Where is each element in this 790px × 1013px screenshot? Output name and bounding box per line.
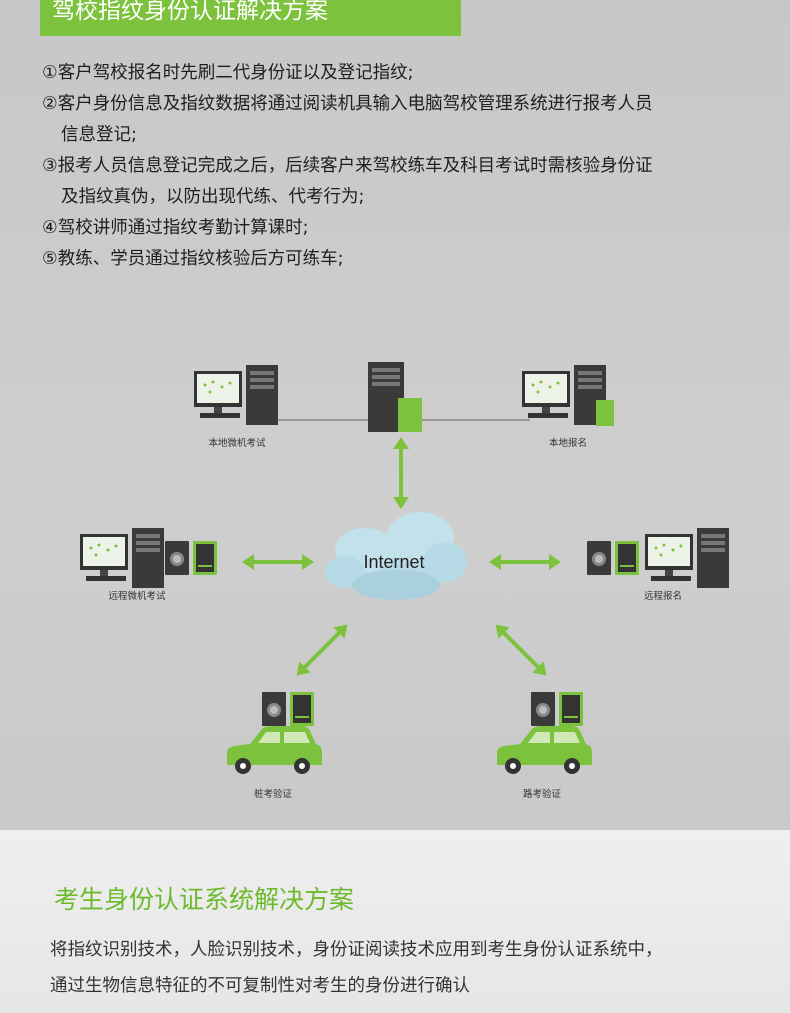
internet-cloud-icon: Internet [325, 512, 467, 600]
diagram-canvas: Internet [80, 362, 729, 774]
step-item-2: ②客户身份信息及指纹数据将通过阅读机具输入电脑驾校管理系统进行报考人员 信息登记… [42, 89, 762, 151]
description-line-1: 将指纹识别技术，人脸识别技术，身份证阅读技术应用到考生身份认证系统中， [50, 940, 663, 960]
pile-test-car-icon [227, 726, 322, 774]
remote-register-reader-icon [587, 541, 639, 575]
step-item-3: ③报考人员信息登记完成之后，后续客户来驾校练车及科目考试时需核验身份证 及指纹真… [42, 151, 762, 213]
step-2-text: ②客户身份信息及指纹数据将通过阅读机具输入电脑驾校管理系统进行报考人员 [42, 94, 653, 114]
pile-test-label: 桩考验证 [253, 789, 293, 800]
local-exam-label: 本地微机考试 [208, 438, 266, 449]
road-test-reader-icon [531, 692, 583, 726]
step-4-text: ④驾校讲师通过指纹考勤计算课时; [42, 218, 309, 238]
pile-test-arrow-icon [291, 619, 353, 681]
description-line-2: 通过生物信息特征的不可复制性对考生的身份进行确认 [50, 976, 470, 996]
page-title: 驾校指纹身份认证解决方案 [40, 0, 461, 36]
step-item-5: ⑤教练、学员通过指纹核验后方可练车; [42, 244, 762, 275]
cloud-label: Internet [363, 552, 424, 572]
remote-register-label: 远程报名 [643, 591, 683, 602]
section-title: 考生身份认证系统解决方案 [54, 885, 355, 914]
top-section: 驾校指纹身份认证解决方案 ①客户驾校报名时先刷二代身份证以及登记指纹; ②客户身… [0, 0, 790, 830]
network-diagram: Internet 本地微机考试 本地报名 远程微机考试 远程报名 桩考 [0, 340, 790, 820]
server-cloud-arrow-icon [391, 435, 411, 511]
pile-test-reader-icon [262, 692, 314, 726]
step-1-text: ①客户驾校报名时先刷二代身份证以及登记指纹; [42, 63, 414, 83]
road-test-arrow-icon [490, 619, 552, 681]
remote-exam-arrow-icon [240, 552, 316, 572]
step-3-continuation: 及指纹真伪，以防出现代练、代考行为; [61, 187, 365, 207]
steps-list: ①客户驾校报名时先刷二代身份证以及登记指纹; ②客户身份信息及指纹数据将通过阅读… [42, 58, 762, 275]
step-item-4: ④驾校讲师通过指纹考勤计算课时; [42, 213, 762, 244]
server-icon [368, 362, 422, 432]
road-test-label: 路考验证 [522, 789, 562, 800]
remote-exam-label: 远程微机考试 [108, 591, 166, 602]
local-register-label: 本地报名 [548, 438, 588, 449]
remote-register-arrow-icon [487, 552, 563, 572]
step-item-1: ①客户驾校报名时先刷二代身份证以及登记指纹; [42, 58, 762, 89]
remote-exam-pc-icon [80, 528, 164, 588]
section-description: 将指纹识别技术，人脸识别技术，身份证阅读技术应用到考生身份认证系统中， 通过生物… [50, 932, 770, 1004]
bottom-section: 考生身份认证系统解决方案 将指纹识别技术，人脸识别技术，身份证阅读技术应用到考生… [0, 830, 790, 1013]
remote-exam-reader-icon [165, 541, 217, 575]
step-2-continuation: 信息登记; [61, 125, 137, 145]
step-5-text: ⑤教练、学员通过指纹核验后方可练车; [42, 249, 344, 269]
local-exam-pc-icon [194, 365, 278, 425]
remote-register-pc-icon [645, 528, 729, 588]
step-3-text: ③报考人员信息登记完成之后，后续客户来驾校练车及科目考试时需核验身份证 [42, 156, 653, 176]
road-test-car-icon [497, 726, 592, 774]
local-register-pc-icon [522, 365, 614, 426]
